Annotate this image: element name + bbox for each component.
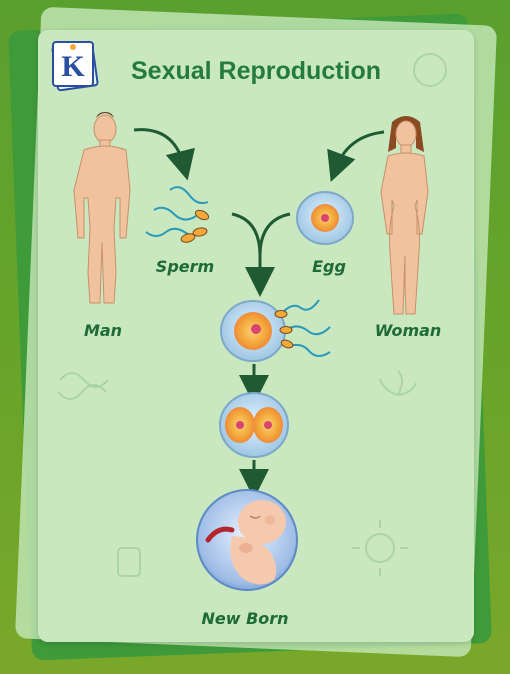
page-title: Sexual Reproduction	[131, 57, 381, 85]
woman-label: Woman	[375, 321, 442, 340]
logo-icon: K	[51, 40, 99, 92]
arrow-man-to-sperm	[133, 128, 195, 181]
arrow-sperm-merge	[231, 212, 262, 257]
arrow-egg-merge	[258, 212, 291, 257]
sperm-label: Sperm	[156, 257, 214, 276]
man-label: Man	[84, 321, 122, 340]
dividing-cell	[219, 392, 289, 458]
man-figure	[73, 112, 131, 304]
background-doodles	[57, 53, 447, 577]
egg-label: Egg	[312, 257, 346, 276]
fertilized-egg	[220, 299, 331, 362]
arrow-woman-to-egg	[327, 130, 385, 183]
logo-letter: K	[61, 50, 85, 83]
egg-cell	[296, 191, 354, 245]
newborn-label: New Born	[201, 609, 288, 628]
baby-in-womb	[196, 489, 298, 591]
woman-figure	[380, 116, 429, 315]
sperm-cells	[145, 186, 210, 243]
